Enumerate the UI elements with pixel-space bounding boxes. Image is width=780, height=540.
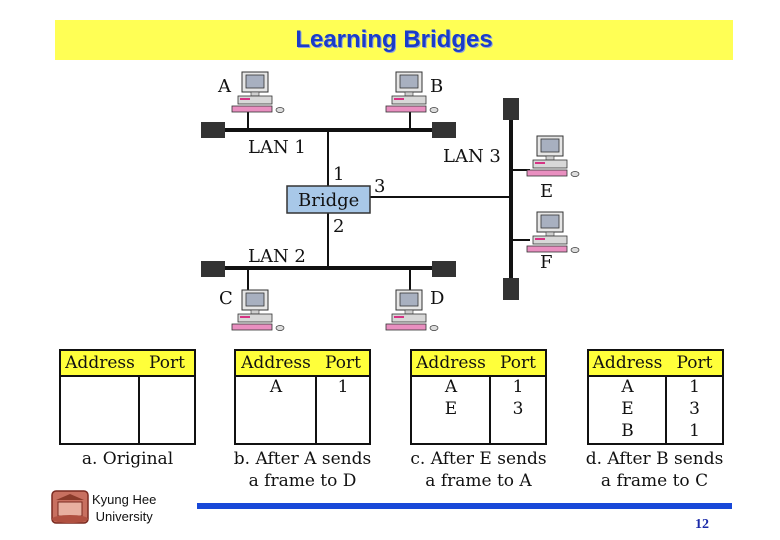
table-b-header: [236, 351, 369, 377]
lan2-terminator-right: [432, 261, 456, 277]
lan1-terminator-left: [201, 122, 225, 138]
station-f-label: F: [540, 252, 553, 273]
table-c-header-port: Port: [500, 353, 536, 373]
table-b-row1-address: A: [269, 377, 283, 397]
lan3-segment: [370, 98, 530, 300]
table-b-header-port: Port: [325, 353, 361, 373]
station-a-computer-icon: [231, 71, 285, 113]
footer-divider: [197, 503, 732, 509]
lan2-segment: [201, 213, 456, 290]
port-2-label: 2: [333, 216, 344, 237]
table-d-row3-address: B: [621, 421, 634, 441]
table-d-caption-line1: d. After B sends: [585, 449, 724, 469]
port-3-label: 3: [374, 176, 385, 197]
table-b-caption-line2: a frame to D: [248, 471, 357, 491]
station-d-label: D: [430, 288, 444, 309]
table-d-header: [589, 351, 722, 377]
university-name-line2: University: [95, 509, 153, 524]
table-a-header: [61, 351, 194, 377]
table-d-header-port: Port: [676, 353, 713, 373]
table-d-row1-address: A: [621, 377, 634, 397]
lan2-terminator-left: [201, 261, 225, 277]
table-b-frame: [234, 349, 371, 445]
bridge-box: [286, 185, 371, 214]
university-name-line1: Kyung Hee: [92, 492, 157, 507]
station-e-label: E: [540, 181, 553, 202]
table-d-row3-port: 1: [689, 421, 700, 441]
table-b-row1-port: 1: [337, 377, 349, 397]
table-c-row2-address: E: [444, 399, 458, 419]
table-c-header-address: Address: [416, 353, 486, 373]
lan3-terminator-bottom: [503, 278, 519, 300]
table-c-header: [412, 351, 545, 377]
lan2-label: LAN 2: [248, 246, 306, 267]
table-a-caption: a. Original: [81, 449, 174, 469]
table-d-header-address: Address: [592, 353, 663, 373]
table-c-frame: [410, 349, 547, 445]
table-d-row2-port: 3: [689, 399, 700, 419]
page-number: 12: [695, 517, 709, 532]
lan1-terminator-right: [432, 122, 456, 138]
bridge-label: Bridge: [298, 190, 359, 211]
table-a-header-address: Address: [65, 353, 135, 373]
station-c-label: C: [219, 288, 233, 309]
table-b-caption-line1: b. After A sends: [233, 449, 372, 469]
table-c-row1-address: A: [444, 377, 458, 397]
table-c-row1-port: 1: [512, 377, 524, 397]
table-a-header-port: Port: [149, 353, 185, 373]
lan1-label: LAN 1: [248, 137, 306, 158]
station-b-label: B: [430, 76, 443, 97]
table-a-frame: [59, 349, 196, 445]
station-c-computer-icon: [231, 289, 285, 331]
table-d-frame: [587, 349, 724, 445]
table-c-caption-line2: a frame to A: [425, 471, 532, 491]
station-f-computer-icon: [526, 211, 580, 253]
station-a-label: A: [217, 76, 232, 97]
table-d-row1-port: 1: [689, 377, 700, 397]
university-name: Kyung Hee University: [92, 491, 156, 525]
table-c-row2-port: 3: [512, 399, 524, 419]
table-d-row2-address: E: [621, 399, 634, 419]
table-c-caption-line1: c. After E sends: [410, 449, 547, 469]
university-logo: [51, 490, 89, 524]
lan1-segment: [201, 108, 456, 186]
slide-title: Learning Bridges: [295, 26, 493, 53]
lan3-label: LAN 3: [443, 146, 501, 167]
title-bar: Learning Bridges: [55, 20, 733, 60]
lan3-terminator-top: [503, 98, 519, 120]
table-d-caption-line2: a frame to C: [600, 471, 709, 491]
port-1-label: 1: [333, 164, 344, 185]
station-e-computer-icon: [526, 135, 580, 177]
table-b-header-address: Address: [241, 353, 311, 373]
